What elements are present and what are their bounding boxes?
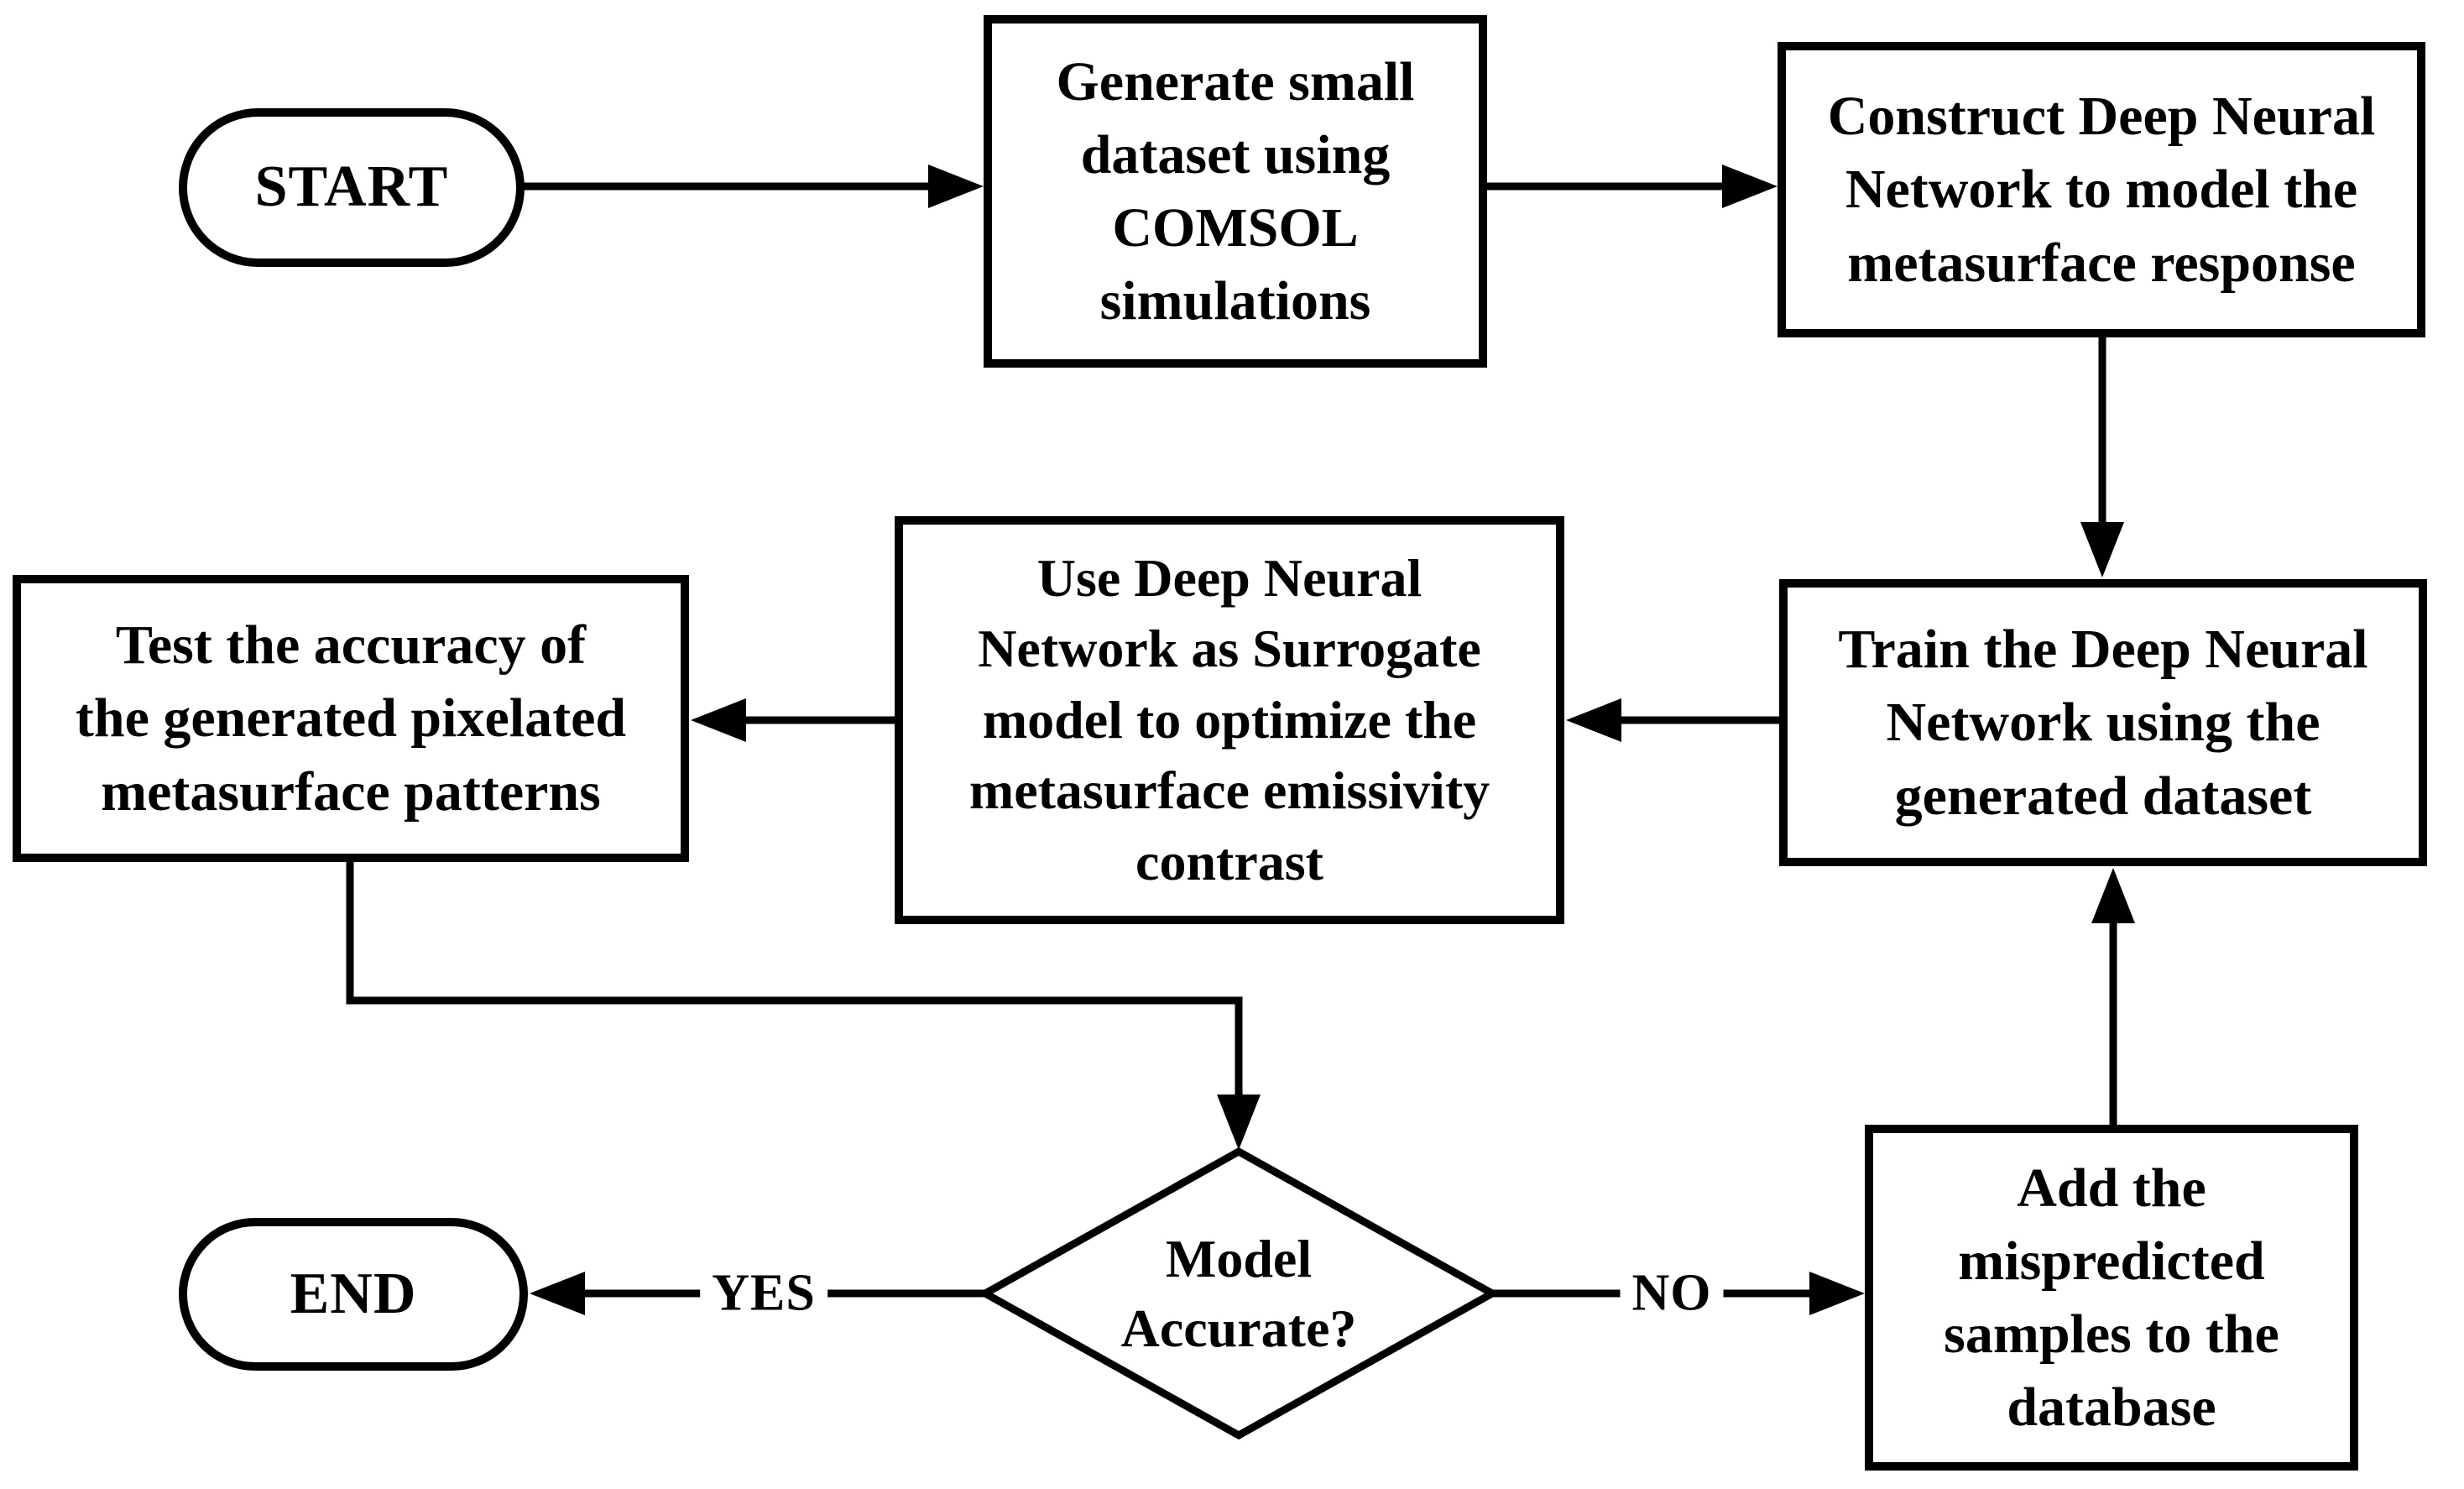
edge-label-yes: YES [700,1262,827,1325]
arrowhead-train-surrogate [1566,698,1621,742]
node-start: START [179,108,525,267]
node-train-dnn: Train the Deep Neural Network using the … [1779,579,2427,866]
edge-test-decision [346,862,1243,1101]
arrowhead-decision-end [530,1272,585,1315]
node-construct-dnn: Construct Deep Neural Network to model t… [1778,42,2425,337]
node-test-accuracy: Test the accuracy of the generated pixel… [13,575,689,862]
arrowhead-generate-construct [1722,165,1778,208]
arrowhead-start-generate [928,165,984,208]
arrowhead-surrogate-test [691,698,746,742]
node-decision-model-accurate: Model Accurate? [1120,1228,1357,1358]
arrowhead-test-decision [1217,1095,1261,1150]
edge-label-no: NO [1620,1262,1724,1325]
node-end: END [179,1218,528,1371]
arrowhead-construct-train [2080,522,2124,577]
node-generate-dataset: Generate small dataset using COMSOL simu… [984,15,1487,368]
node-add-mispredicted: Add the mispredicted samples to the data… [1865,1125,2358,1471]
arrowhead-decision-add [1809,1272,1865,1315]
node-surrogate-optimize: Use Deep Neural Network as Surrogate mod… [895,516,1564,924]
decision-diamond-shape [977,1147,1501,1440]
arrowhead-add-train [2091,868,2135,923]
